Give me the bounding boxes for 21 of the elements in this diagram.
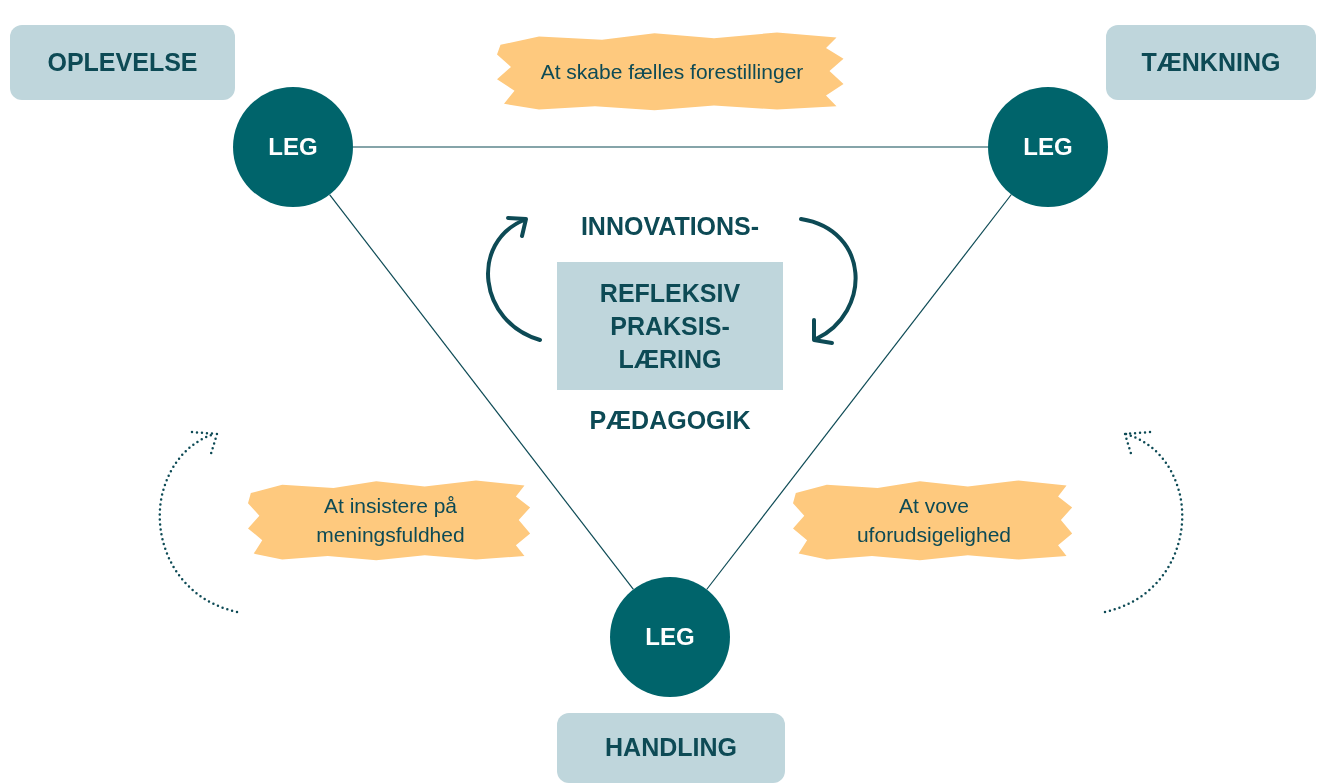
- note-text: At skabe fælles forestillinger: [539, 58, 805, 85]
- connector-line: [706, 193, 1012, 591]
- node-label: OPLEVELSE: [47, 46, 198, 78]
- brush-stroke-note: [248, 478, 533, 562]
- node-label: REFLEKSIV PRAKSIS-LÆRING: [598, 277, 742, 375]
- node-label: LEG: [1023, 132, 1073, 162]
- heading-box: [557, 713, 785, 783]
- heading-text: INNOVATIONS-: [579, 211, 761, 242]
- connector-line: [352, 146, 989, 148]
- connector-line: [329, 193, 634, 591]
- heading-box: [1106, 25, 1316, 100]
- node-label: LEG: [645, 622, 695, 652]
- heading-box: [10, 25, 235, 100]
- note-text: At vove uforudsigelighed: [855, 493, 1013, 548]
- heading-text: PÆDAGOGIK: [588, 405, 752, 436]
- note-text: At insistere på meningsfuldhed: [315, 493, 466, 548]
- node-label: TÆNKNING: [1141, 46, 1281, 78]
- center-box: [557, 262, 783, 390]
- node-label: HANDLING: [605, 732, 737, 764]
- node-label: LEG: [268, 132, 318, 162]
- brush-stroke-note: [793, 478, 1075, 562]
